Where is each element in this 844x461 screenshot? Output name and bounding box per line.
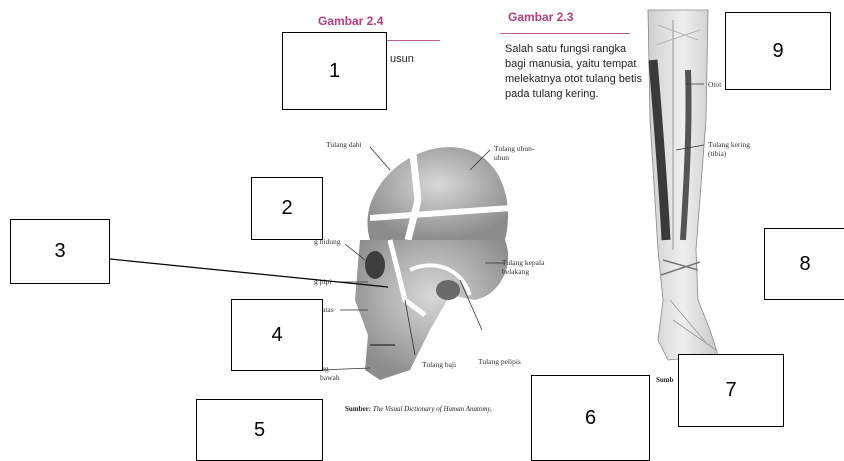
number-box-6[interactable]: 6 — [531, 375, 650, 461]
number-box-7[interactable]: 7 — [678, 354, 784, 427]
number-box-1[interactable]: 1 — [282, 32, 387, 110]
number-box-9[interactable]: 9 — [725, 12, 831, 90]
number-box-5[interactable]: 5 — [196, 399, 323, 461]
number-box-2[interactable]: 2 — [251, 177, 323, 240]
number-box-3[interactable]: 3 — [10, 219, 110, 284]
number-box-8[interactable]: 8 — [764, 228, 844, 300]
number-box-4[interactable]: 4 — [231, 299, 323, 371]
